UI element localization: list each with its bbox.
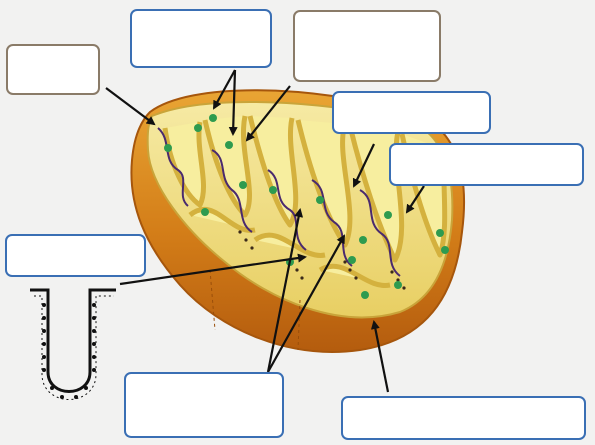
- label-box-5[interactable]: [389, 143, 584, 186]
- label-box-6[interactable]: [5, 234, 146, 277]
- label-box-4[interactable]: [332, 91, 491, 134]
- label-box-2[interactable]: [130, 9, 272, 68]
- arrow-box-1: [106, 88, 154, 124]
- label-box-1[interactable]: [6, 44, 100, 95]
- label-box-3[interactable]: [293, 10, 441, 82]
- crista-particles: [42, 303, 96, 399]
- label-box-7[interactable]: [124, 372, 284, 438]
- label-box-8[interactable]: [341, 396, 586, 440]
